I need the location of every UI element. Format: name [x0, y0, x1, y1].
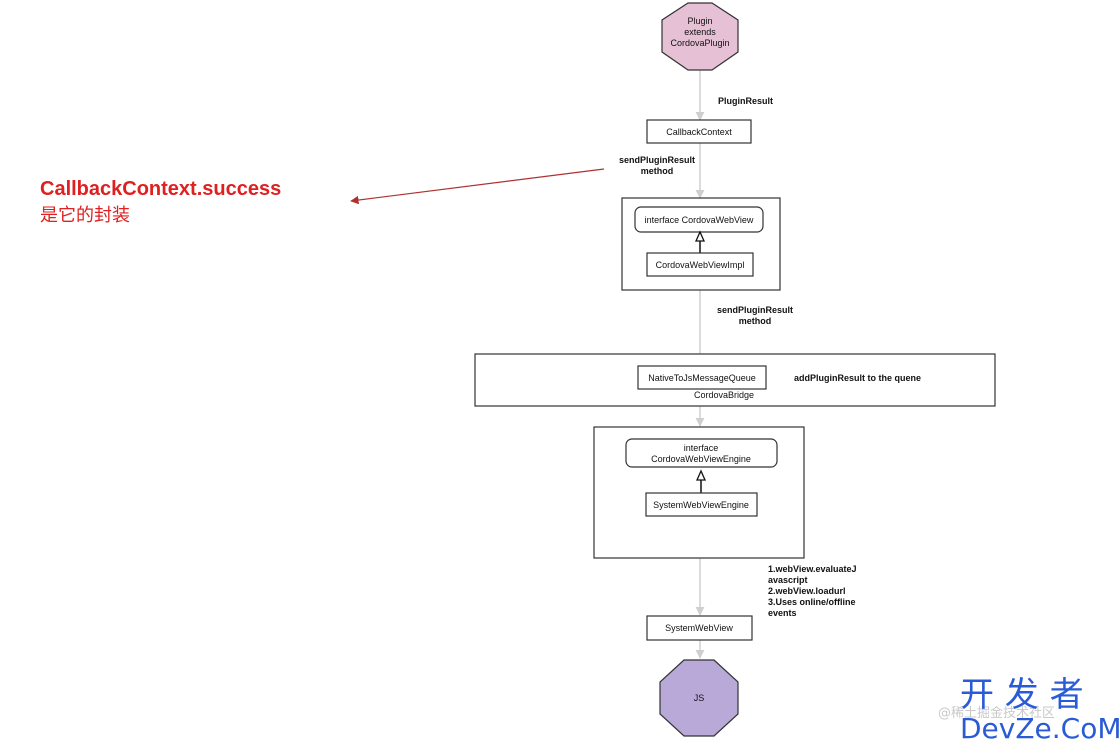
plugin-node: Plugin extends CordovaPlugin	[661, 2, 739, 71]
webview-methods-line-5: events	[768, 608, 797, 618]
send-plugin-result-label-2-line-2: method	[739, 316, 772, 326]
webview-methods-note: 1.webView.evaluateJ avascript 2.webView.…	[768, 564, 857, 618]
callback-context-node: CallbackContext	[646, 119, 752, 144]
add-plugin-result-label: addPluginResult to the quene	[794, 373, 921, 383]
webview-engine-group: interface CordovaWebViewEngine SystemWeb…	[593, 426, 805, 559]
plugin-label-line-3: CordovaPlugin	[670, 38, 729, 48]
cordova-webview-interface-box	[634, 206, 764, 233]
webview-methods-line-3: 2.webView.loadurl	[768, 586, 846, 596]
js-node: JS	[659, 659, 739, 737]
webview-engine-interface-label-line-2: CordovaWebViewEngine	[651, 454, 751, 464]
webview-engine-interface-box	[625, 438, 778, 468]
plugin-label-line-2: extends	[684, 27, 716, 37]
cordova-bridge-label: CordovaBridge	[694, 390, 754, 400]
cordova-webview-group: interface CordovaWebView CordovaWebViewI…	[621, 197, 781, 291]
cordova-webview-impl-box	[646, 252, 754, 277]
watermark-brand-top: 开 发 者	[960, 675, 1084, 715]
send-plugin-result-label-2-line-1: sendPluginResult	[717, 305, 793, 315]
cordova-bridge-group: NativeToJsMessageQueue CordovaBridge add…	[474, 353, 996, 407]
watermark-brand-bottom: DevZe.CoM	[960, 712, 1119, 744]
webview-methods-line-2: avascript	[768, 575, 808, 585]
watermark-small-text: @稀土掘金技术社区	[938, 705, 1055, 721]
inherit-arrowhead-webview	[694, 230, 706, 242]
callback-context-label: CallbackContext	[666, 127, 732, 137]
system-engine-box	[645, 492, 758, 517]
callback-success-annotation: CallbackContext.success 是它的封装	[40, 168, 605, 225]
system-webview-label: SystemWebView	[665, 623, 733, 633]
annotation-arrow	[350, 168, 605, 205]
native-queue-box	[637, 365, 767, 390]
system-webview-node: SystemWebView	[646, 615, 753, 641]
webview-methods-line-4: 3.Uses online/offline	[768, 597, 856, 607]
annotation-subtitle: 是它的封装	[40, 205, 130, 225]
js-octagon-shape	[659, 659, 739, 737]
send-plugin-result-label-1-line-1: sendPluginResult	[619, 155, 695, 165]
watermark: @稀土掘金技术社区 开 发 者 DevZe.CoM	[938, 675, 1119, 744]
plugin-result-label: PluginResult	[718, 96, 773, 106]
system-engine-label: SystemWebViewEngine	[653, 500, 749, 510]
inherit-arrowhead-engine	[695, 469, 707, 481]
callback-context-box	[646, 119, 752, 144]
webview-methods-line-1: 1.webView.evaluateJ	[768, 564, 857, 574]
send-plugin-result-label-1-line-2: method	[641, 166, 674, 176]
js-label: JS	[694, 693, 705, 703]
system-webview-box	[646, 615, 753, 641]
annotation-title: CallbackContext.success	[40, 178, 281, 200]
native-queue-label: NativeToJsMessageQueue	[648, 373, 756, 383]
cordova-webview-impl-label: CordovaWebViewImpl	[656, 260, 745, 270]
plugin-label-line-1: Plugin	[687, 16, 712, 26]
plugin-octagon-shape	[661, 2, 739, 71]
cordova-webview-interface-label: interface CordovaWebView	[645, 215, 754, 225]
webview-engine-interface-label-line-1: interface	[684, 443, 719, 453]
